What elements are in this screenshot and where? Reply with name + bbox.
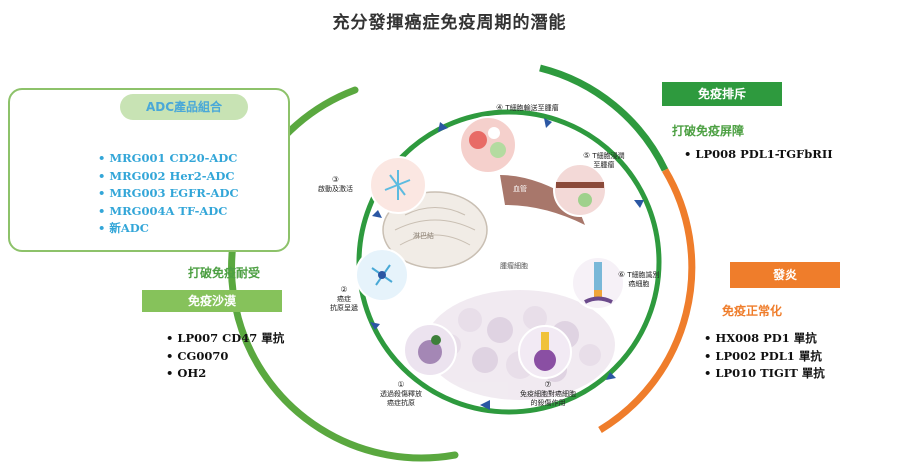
- tumor-cell-tag: 腫瘤細胞: [500, 262, 528, 270]
- list-item: LP010 TIGIT 單抗: [704, 365, 824, 383]
- step-label-4: ④ T細胞輸送至腫瘤: [496, 103, 559, 112]
- step-circle-5: [553, 163, 607, 217]
- step-label-7: ⑦ 免疫細胞對癌細胞 的殺傷作用: [520, 380, 576, 407]
- list-item: MRG004A TF-ADC: [98, 203, 239, 221]
- blood-vessel: [500, 175, 585, 225]
- lymph-node-tag: 淋巴結: [413, 232, 434, 240]
- list-item: OH2: [166, 365, 284, 383]
- inflamed-banner: 發炎: [730, 262, 840, 288]
- list-item: LP002 PDL1 單抗: [704, 348, 825, 366]
- immune-exclusion-banner: 免疫排斥: [662, 82, 782, 106]
- outer-orange-arc: [598, 168, 696, 433]
- step-circle-6: [571, 256, 625, 310]
- step-circle-7: [518, 325, 572, 379]
- break-barrier-label: 打破免疫屏障: [672, 124, 745, 138]
- adc-portfolio-header: ADC產品組合: [120, 94, 248, 120]
- inflamed-list: HX008 PD1 單抗 LP002 PDL1 單抗 LP010 TIGIT 單…: [704, 330, 825, 383]
- list-item: MRG001 CD20-ADC: [98, 150, 239, 168]
- adc-product-list: MRG001 CD20-ADC MRG002 Her2-ADC MRG003 E…: [98, 150, 239, 238]
- list-item: HX008 PD1 單抗: [704, 330, 825, 348]
- step-circle-2: [355, 248, 409, 302]
- step-circle-3: [369, 156, 427, 214]
- outer-green-top-arc: [539, 64, 669, 172]
- immune-desert-banner: 免疫沙漠: [142, 290, 282, 312]
- list-item: MRG003 EGFR-ADC: [98, 185, 238, 203]
- step-label-5: ⑤ T細胞浸潤 至腫瘤: [583, 151, 625, 169]
- immune-normalization-label: 免疫正常化: [722, 304, 783, 318]
- cycle-arrows: [370, 118, 644, 410]
- step-circle-4: [459, 116, 517, 174]
- page-title: 充分發揮癌症免疫周期的潛能: [332, 13, 567, 33]
- list-item: 新ADC: [98, 220, 239, 238]
- list-item: MRG002 Her2-ADC: [98, 168, 239, 186]
- break-tolerance-label: 打破免疫耐受: [188, 266, 261, 280]
- step-label-6: ⑥ T細胞識別 癌細胞: [618, 270, 660, 288]
- list-item: CG0070: [166, 348, 284, 366]
- blood-vessel-tag: 血管: [513, 185, 527, 193]
- immune-desert-list: LP007 CD47 單抗 CG0070 OH2: [166, 330, 284, 383]
- list-item: LP007 CD47 單抗: [166, 330, 284, 348]
- list-item: LP008 PDL1-TGFbRII: [684, 146, 832, 164]
- immune-exclusion-list: LP008 PDL1-TGFbRII: [684, 146, 832, 164]
- step-label-1: ① 透過殺傷釋放 癌症抗原: [380, 380, 422, 407]
- step-label-2: ② 癌症 抗原呈遞: [330, 285, 358, 312]
- step-circle-1: [403, 323, 457, 377]
